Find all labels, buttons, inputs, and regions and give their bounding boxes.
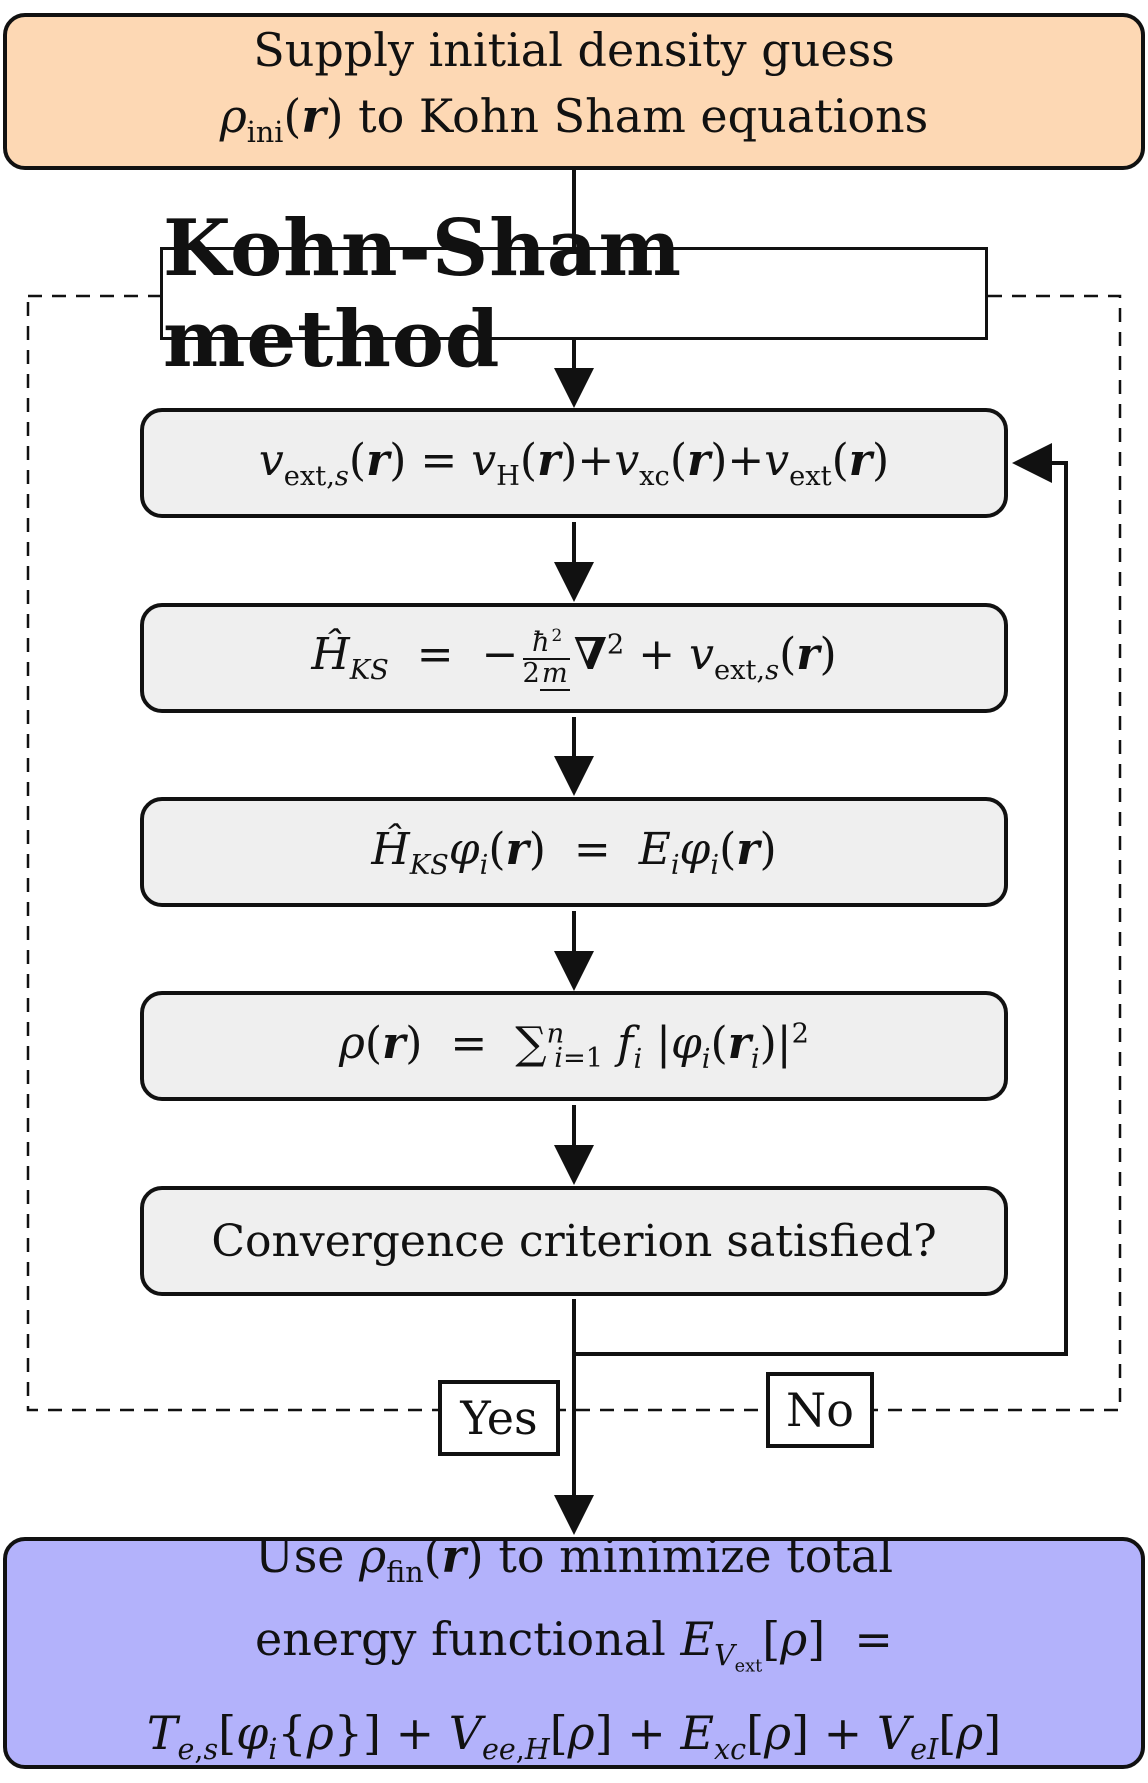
initial-density-line-1: Supply initial density guess — [253, 22, 895, 77]
yes-label: Yes — [438, 1380, 560, 1456]
minimize-line-2: energy functional EVext[ρ] = — [255, 1612, 893, 1677]
kohn-sham-method-title: Kohn-Sham method — [160, 203, 988, 385]
initial-density-line-2: ρini(r) to Kohn Sham equations — [219, 88, 929, 150]
step-convergence-check: Convergence criterion satisfied? — [140, 1186, 1008, 1296]
edge-no-loop-back — [574, 443, 1068, 1356]
no-label: No — [766, 1372, 874, 1448]
minimize-line-3: Te,s[φi{ρ}] + Vee,H[ρ] + Exc[ρ] + VeI[ρ] — [146, 1705, 1002, 1767]
step-eigenvalue-equation: ĤKSφi(r) = Eiφi(r) — [140, 797, 1008, 907]
step-effective-potential: vext,s(r) = vH(r)+vxc(r)+vext(r) — [140, 408, 1008, 518]
minimize-line-1: Use ρfin(r) to minimize total — [254, 1528, 894, 1590]
minimize-energy-box: Use ρfin(r) to minimize total energy fun… — [3, 1529, 1145, 1769]
convergence-question: Convergence criterion satisfied? — [211, 1215, 937, 1267]
step-density: ρ(r) = ∑ni=1 fi |φi(ri)|2 — [140, 991, 1008, 1101]
initial-density-box: Supply initial density guess ρini(r) to … — [3, 13, 1145, 170]
